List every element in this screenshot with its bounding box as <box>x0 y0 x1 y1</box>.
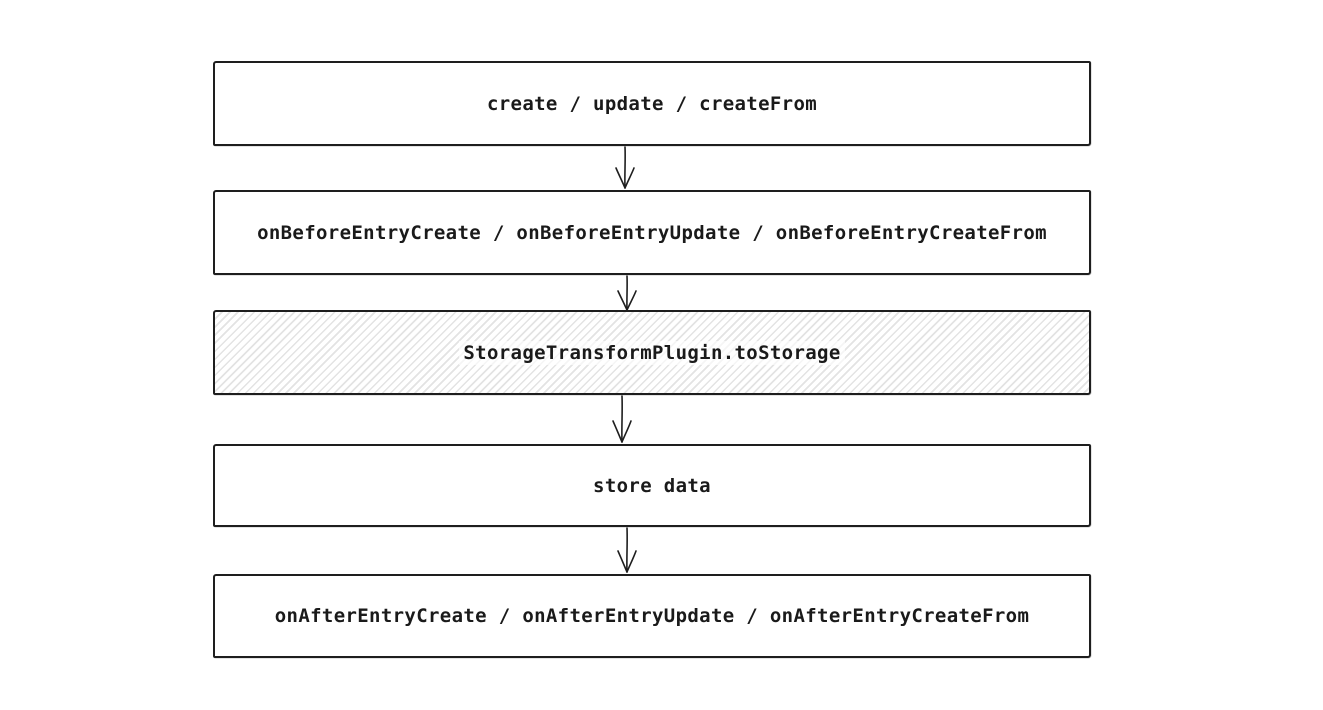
flow-node-onbefore-hooks: onBeforeEntryCreate / onBeforeEntryUpdat… <box>213 190 1091 275</box>
flow-node-label: store data <box>593 474 711 497</box>
flow-node-store-data: store data <box>213 444 1091 527</box>
flow-node-label: create / update / createFrom <box>486 92 818 115</box>
arrow-down-icon <box>617 275 637 311</box>
flow-node-label: onAfterEntryCreate / onAfterEntryUpdate … <box>274 605 1030 627</box>
flow-node-create-update-createfrom: create / update / createFrom <box>213 61 1091 146</box>
arrow-down-icon <box>617 527 637 573</box>
flow-node-storage-transform-plugin: StorageTransformPlugin.toStorage <box>213 310 1091 395</box>
flow-node-label: onBeforeEntryCreate / onBeforeEntryUpdat… <box>257 221 1047 244</box>
arrow-down-icon <box>615 146 635 189</box>
flow-node-onafter-hooks: onAfterEntryCreate / onAfterEntryUpdate … <box>213 574 1091 658</box>
arrow-down-icon <box>612 395 632 443</box>
flow-node-label: StorageTransformPlugin.toStorage <box>459 340 845 365</box>
